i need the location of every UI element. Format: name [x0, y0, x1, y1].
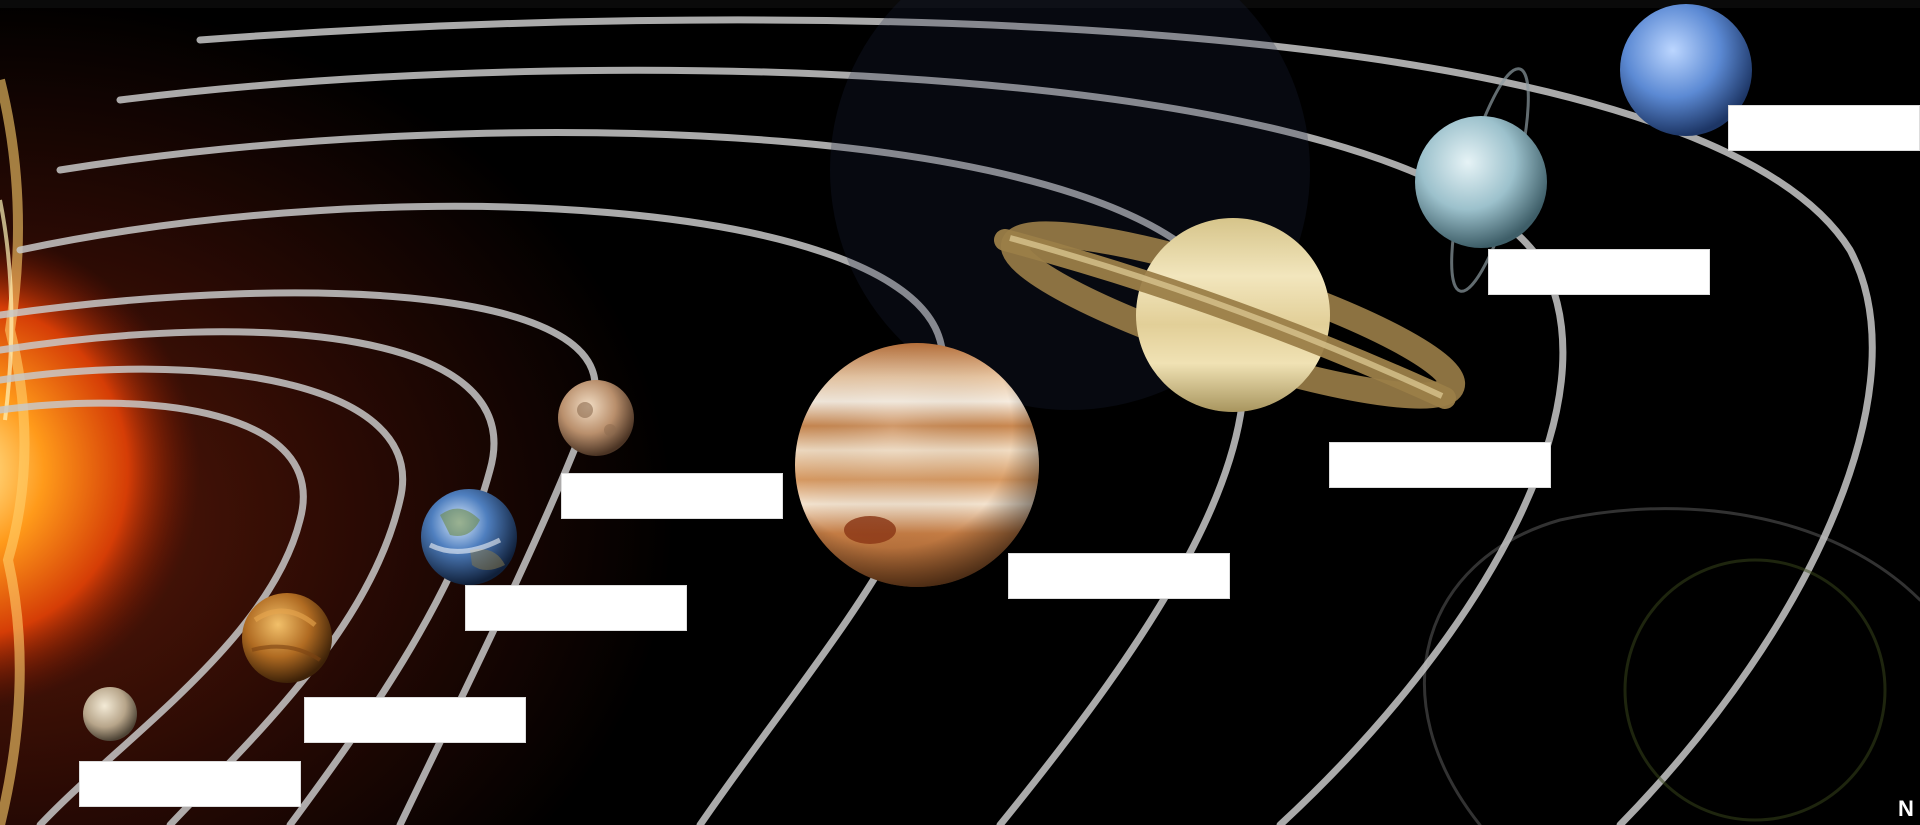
label-box-venus[interactable] — [304, 697, 526, 743]
jupiter-planet — [795, 343, 1039, 587]
label-box-neptune[interactable] — [1728, 105, 1920, 151]
earth-planet — [421, 489, 517, 585]
mercury-planet — [83, 687, 137, 741]
credit-text: N — [1898, 796, 1914, 822]
label-box-earth[interactable] — [465, 585, 687, 631]
label-box-saturn[interactable] — [1329, 442, 1551, 488]
mars-planet — [558, 380, 634, 456]
label-box-mars[interactable] — [561, 473, 783, 519]
label-box-uranus[interactable] — [1488, 249, 1710, 295]
venus-planet — [242, 593, 332, 683]
label-box-jupiter[interactable] — [1008, 553, 1230, 599]
label-box-mercury[interactable] — [79, 761, 301, 807]
